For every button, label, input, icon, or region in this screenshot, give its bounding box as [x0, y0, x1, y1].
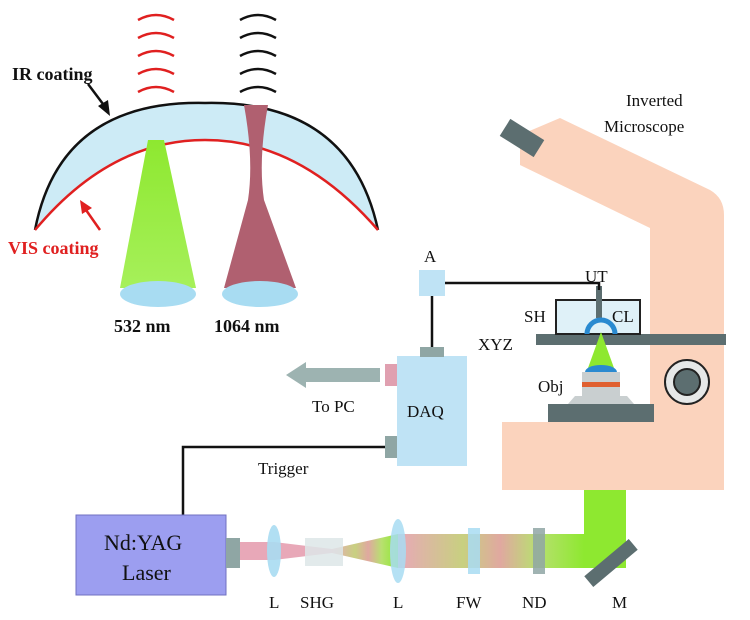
lens-1-label: L — [269, 593, 279, 612]
signal-chain: A DAQ To PC Trigger — [181, 247, 601, 515]
ir-coating-arrow — [87, 83, 110, 116]
meniscus-lens — [35, 102, 378, 230]
microscope-label-line2: Microscope — [604, 117, 684, 136]
spot-532 — [120, 281, 196, 307]
vertical-green-beam — [584, 490, 626, 535]
vis-wavefronts — [137, 13, 175, 94]
ut-to-amplifier-cable — [445, 281, 601, 290]
trigger-cable — [181, 445, 385, 515]
laser-box — [75, 514, 227, 596]
laser-output-port — [226, 538, 240, 568]
mixed-beam-segment — [398, 534, 584, 568]
microscope-label-line1: Inverted — [626, 91, 683, 110]
daq-pc-port — [385, 364, 397, 386]
shg-diverging-beam — [332, 534, 398, 568]
daq-top-port — [420, 347, 444, 357]
cl-label: CL — [612, 307, 634, 326]
a-label: A — [424, 247, 437, 266]
wavelength-1064-label: 1064 nm — [214, 316, 280, 336]
wavelength-532-label: 532 nm — [114, 316, 171, 336]
trigger-label: Trigger — [258, 459, 309, 478]
inverted-microscope: Inverted Microscope UT SH CL XYZ Obj — [478, 91, 726, 535]
microscope-body — [502, 118, 724, 490]
focus-cone — [588, 332, 614, 368]
vis-coating-surface — [34, 138, 379, 231]
daq-trigger-port — [385, 436, 397, 458]
fw-label: FW — [456, 593, 482, 612]
laser-label-line2: Laser — [122, 560, 172, 585]
spot-1064 — [222, 281, 298, 307]
filter-wheel — [468, 528, 480, 574]
to-pc-label: To PC — [312, 397, 355, 416]
obj-label: Obj — [538, 377, 564, 396]
ir-wavefronts — [239, 13, 277, 94]
xyz-stage — [536, 334, 726, 345]
transducer — [596, 286, 602, 318]
ir-beam-segment — [240, 542, 274, 560]
xyz-label: XYZ — [478, 335, 513, 354]
amplifier-box — [419, 270, 445, 296]
lens-1 — [267, 525, 281, 577]
objective — [548, 365, 654, 422]
cell-layer — [584, 317, 618, 335]
daq-box — [397, 356, 467, 466]
laser-beam-path: Nd:YAG Laser L SHG L FW ND M — [75, 514, 638, 612]
ir-beam-cone — [224, 105, 296, 288]
ir-coating-label: IR coating — [12, 64, 93, 84]
daq-label: DAQ — [407, 402, 444, 421]
vis-coating-label: VIS coating — [8, 238, 99, 258]
ut-label: UT — [585, 267, 608, 286]
nd-label: ND — [522, 593, 547, 612]
vis-coating-arrow — [80, 200, 102, 231]
to-pc-arrow — [286, 362, 380, 388]
m-label: M — [612, 593, 627, 612]
eyepiece — [499, 118, 545, 158]
mirror — [584, 538, 638, 588]
green-beam-cone — [120, 140, 196, 288]
lens-2-label: L — [393, 593, 403, 612]
lens-2 — [390, 519, 406, 583]
sh-label: SH — [524, 307, 546, 326]
shg-converging-beam — [274, 542, 332, 560]
shg-label: SHG — [300, 593, 334, 612]
shg-crystal — [305, 538, 343, 566]
laser-label-line1: Nd:YAG — [104, 530, 182, 555]
dichroic-mirror-inset: IR coating VIS coating 532 nm 1064 nm — [8, 13, 380, 336]
nd-filter — [533, 528, 545, 574]
focus-knob — [664, 359, 710, 405]
ir-coating-surface — [33, 101, 380, 231]
